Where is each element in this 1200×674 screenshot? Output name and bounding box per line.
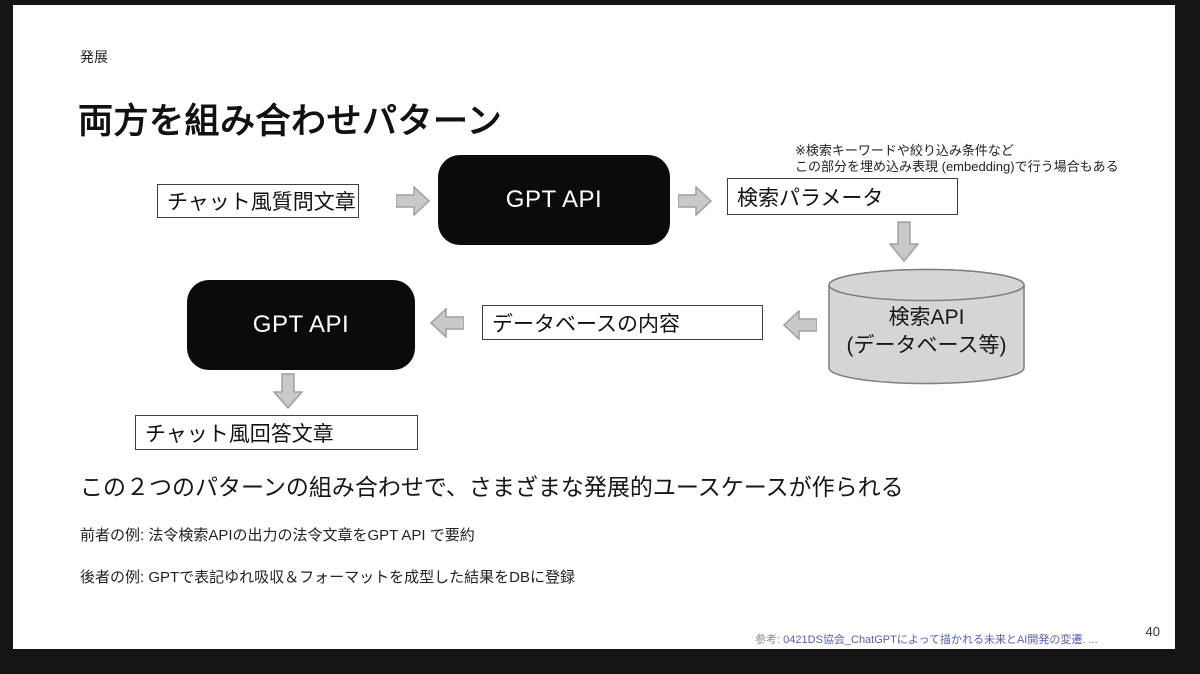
node-gpt-api-1-label: GPT API: [505, 186, 603, 213]
arrow-right-icon: [396, 186, 430, 216]
example-latter-text: 後者の例: GPTで表記ゆれ吸収＆フォーマットを成型した結果をDBに登録: [80, 569, 576, 586]
slide-eyebrow: 発展: [80, 49, 108, 65]
node-gpt-api-1: GPT API: [438, 155, 670, 245]
annotation-note-line1: ※検索キーワードや絞り込み条件など: [795, 143, 1014, 158]
node-search-params: 検索パラメータ: [727, 178, 958, 215]
arrow-down-icon: [273, 373, 303, 409]
node-chat-question-label: チャット風質問文章: [167, 191, 356, 214]
footer-reference: 参考: 0421DS協会_ChatGPTによって描かれる未来とAI開発の変遷. …: [755, 631, 1098, 647]
node-db-content: データベースの内容: [482, 305, 763, 340]
conclusion-text: この２つのパターンの組み合わせで、さまざまな発展的ユースケースが作られる: [80, 474, 904, 500]
annotation-note: ※検索キーワードや絞り込み条件など この部分を埋め込み表現 (embedding…: [795, 143, 1119, 175]
reference-label: 参考:: [755, 634, 781, 646]
slide-canvas: 発展 両方を組み合わせパターン ※検索キーワードや絞り込み条件など この部分を埋…: [13, 5, 1175, 649]
node-gpt-api-2: GPT API: [187, 280, 415, 370]
page-title: 両方を組み合わせパターン: [78, 102, 503, 141]
node-search-api-label-line2: (データベース等): [846, 334, 1007, 357]
reference-link[interactable]: 0421DS協会_ChatGPTによって描かれる未来とAI開発の変遷. ...: [783, 634, 1098, 646]
arrow-right-icon: [678, 186, 712, 216]
database-cylinder-icon: [828, 268, 1025, 385]
annotation-note-line2: この部分を埋め込み表現 (embedding)で行う場合もある: [795, 159, 1119, 174]
arrow-left-icon: [783, 310, 817, 340]
node-search-api-database: 検索API (データベース等): [828, 268, 1025, 385]
node-gpt-api-2-label: GPT API: [252, 311, 350, 338]
example-former-text: 前者の例: 法令検索APIの出力の法令文章をGPT API で要約: [80, 527, 475, 544]
node-search-api-label: 検索API (データベース等): [828, 304, 1025, 360]
node-chat-answer-label: チャット風回答文章: [145, 422, 334, 446]
node-search-api-label-line1: 検索API: [888, 306, 965, 329]
arrow-left-icon: [430, 308, 464, 338]
node-chat-question: チャット風質問文章: [157, 184, 359, 218]
node-db-content-label: データベースの内容: [492, 312, 680, 336]
node-search-params-label: 検索パラメータ: [737, 186, 884, 210]
page-number: 40: [1145, 624, 1160, 639]
arrow-down-icon: [889, 221, 919, 262]
node-chat-answer: チャット風回答文章: [135, 415, 418, 450]
